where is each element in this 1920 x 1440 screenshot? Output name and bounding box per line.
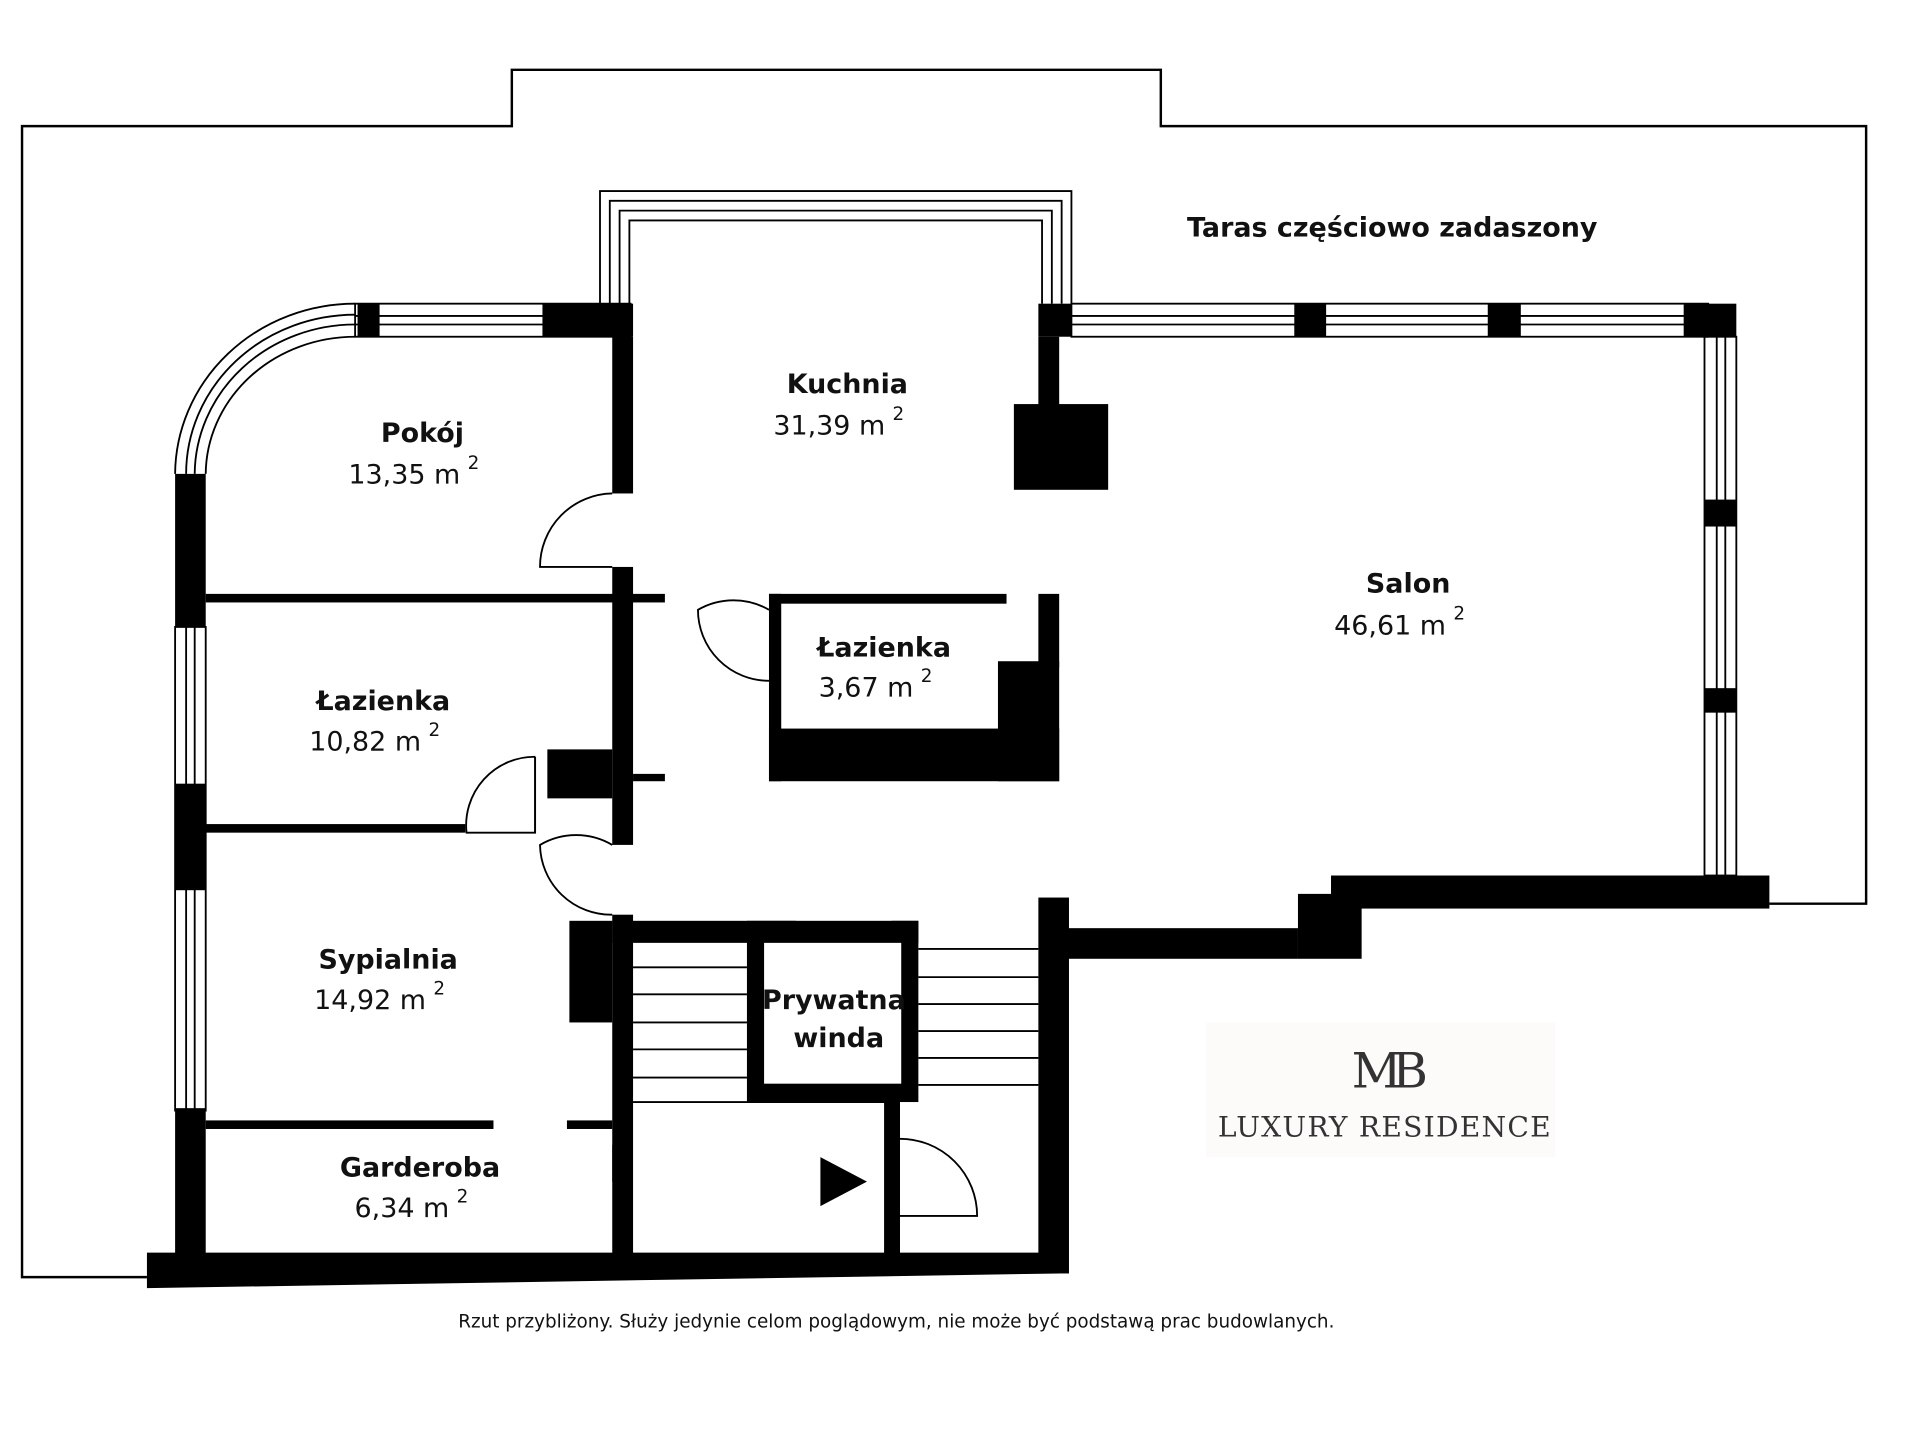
entrance-arrow-icon	[820, 1157, 867, 1207]
svg-text:6,34 m2: 6,34 m2	[355, 1186, 469, 1224]
svg-text:Sypialnia: Sypialnia	[318, 945, 457, 976]
stairs	[633, 927, 1039, 1103]
svg-text:13,35 m2: 13,35 m2	[348, 453, 479, 491]
svg-text:Łazienka: Łazienka	[314, 686, 450, 717]
terrace-label: Taras częściowo zadaszony	[1187, 212, 1598, 243]
svg-text:14,92 m2: 14,92 m2	[314, 978, 445, 1016]
svg-text:Łazienka: Łazienka	[815, 632, 951, 663]
svg-text:winda: winda	[793, 1023, 884, 1054]
svg-text:Kuchnia: Kuchnia	[787, 369, 908, 400]
svg-text:MB: MB	[1352, 1042, 1425, 1099]
svg-text:31,39 m2: 31,39 m2	[773, 404, 904, 442]
luxury-residence-logo: MB LUXURY RESIDENCE	[1206, 1022, 1556, 1158]
svg-text:Pokój: Pokój	[381, 418, 464, 449]
svg-text:LUXURY RESIDENCE: LUXURY RESIDENCE	[1218, 1110, 1552, 1143]
svg-text:3,67 m2: 3,67 m2	[819, 666, 933, 704]
svg-text:Salon: Salon	[1366, 569, 1450, 600]
doors	[465, 492, 979, 1217]
svg-text:Garderoba: Garderoba	[340, 1153, 500, 1184]
elevator-label: Prywatna winda	[762, 985, 906, 1054]
svg-text:10,82 m2: 10,82 m2	[309, 720, 440, 758]
disclaimer: Rzut przybliżony. Służy jedynie celom po…	[458, 1311, 1334, 1332]
elevator-shaft	[764, 942, 902, 1084]
svg-text:Prywatna: Prywatna	[762, 985, 906, 1016]
terrace-outline	[20, 68, 1868, 1279]
kitchen-bay-window	[599, 190, 1073, 304]
svg-text:46,61 m2: 46,61 m2	[1334, 604, 1465, 642]
